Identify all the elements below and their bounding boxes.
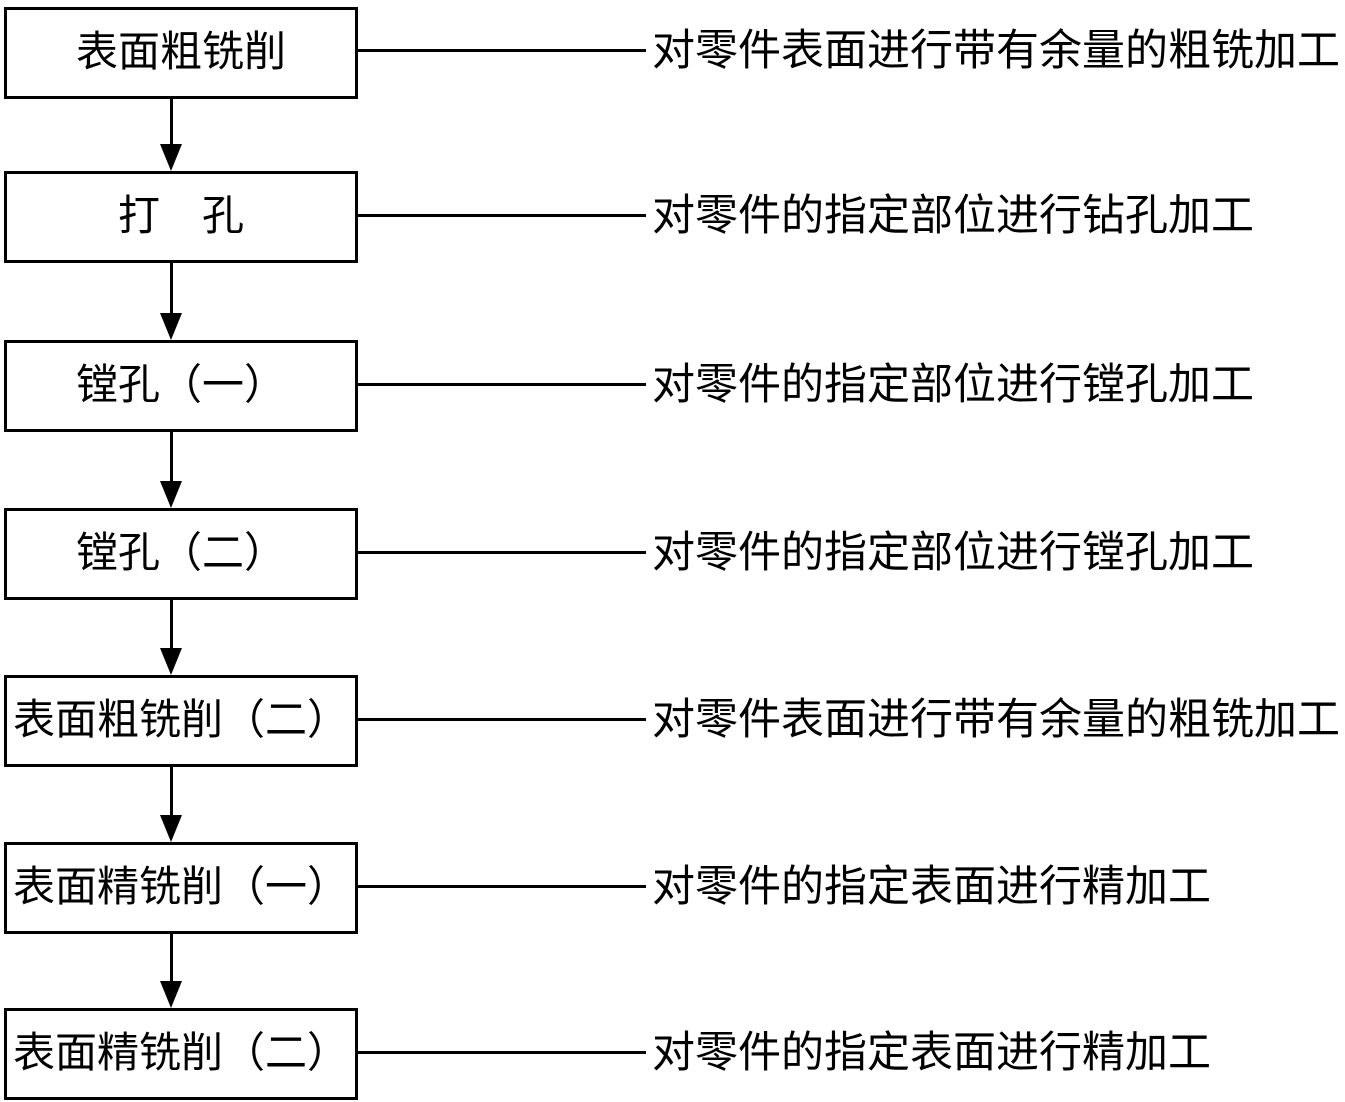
flow-connector-line [170,99,173,146]
arrow-down-icon [160,981,182,1008]
box-label: 表面粗铣削（二） [12,698,349,744]
arrow-down-icon [160,144,182,171]
leader-line [357,1051,646,1054]
leader-line [357,718,646,721]
box-label: 表面粗铣削 [75,30,286,76]
box-label: 表面精铣削（二） [12,1031,349,1077]
step-description: 对零件表面进行带有余量的粗铣加工 [652,697,1340,744]
flow-connector-line [170,767,173,815]
box-label: 镗孔（二） [75,531,286,577]
step-description: 对零件的指定部位进行镗孔加工 [652,362,1254,409]
step-description: 对零件的指定表面进行精加工 [652,864,1211,911]
box-label: 表面精铣削（一） [12,865,349,911]
leader-line [357,49,646,52]
box-surface-finish-mill-2: 表面精铣削（二） [4,1008,358,1100]
leader-line [357,383,646,386]
leader-line [357,885,646,888]
step-description: 对零件的指定表面进行精加工 [652,1030,1211,1077]
leader-line [357,214,646,217]
box-surface-rough-mill-2: 表面粗铣削（二） [4,675,358,767]
box-bore-hole-1: 镗孔（一） [4,340,358,432]
arrow-down-icon [160,313,182,340]
leader-line [357,551,646,554]
step-description: 对零件表面进行带有余量的粗铣加工 [652,28,1340,75]
arrow-down-icon [160,481,182,508]
step-description: 对零件的指定部位进行钻孔加工 [652,193,1254,240]
box-surface-finish-mill-1: 表面精铣削（一） [4,842,358,934]
flow-connector-line [170,432,173,481]
flow-connector-line [170,263,173,313]
arrow-down-icon [160,648,182,675]
step-description: 对零件的指定部位进行镗孔加工 [652,530,1254,577]
box-surface-rough-mill: 表面粗铣削 [4,7,358,99]
box-label: 镗孔（一） [75,363,286,409]
box-drill: 打 孔 [4,171,358,263]
flow-connector-line [170,600,173,648]
box-label: 打 孔 [117,194,244,240]
flow-connector-line [170,934,173,981]
box-bore-hole-2: 镗孔（二） [4,508,358,600]
arrow-down-icon [160,815,182,842]
